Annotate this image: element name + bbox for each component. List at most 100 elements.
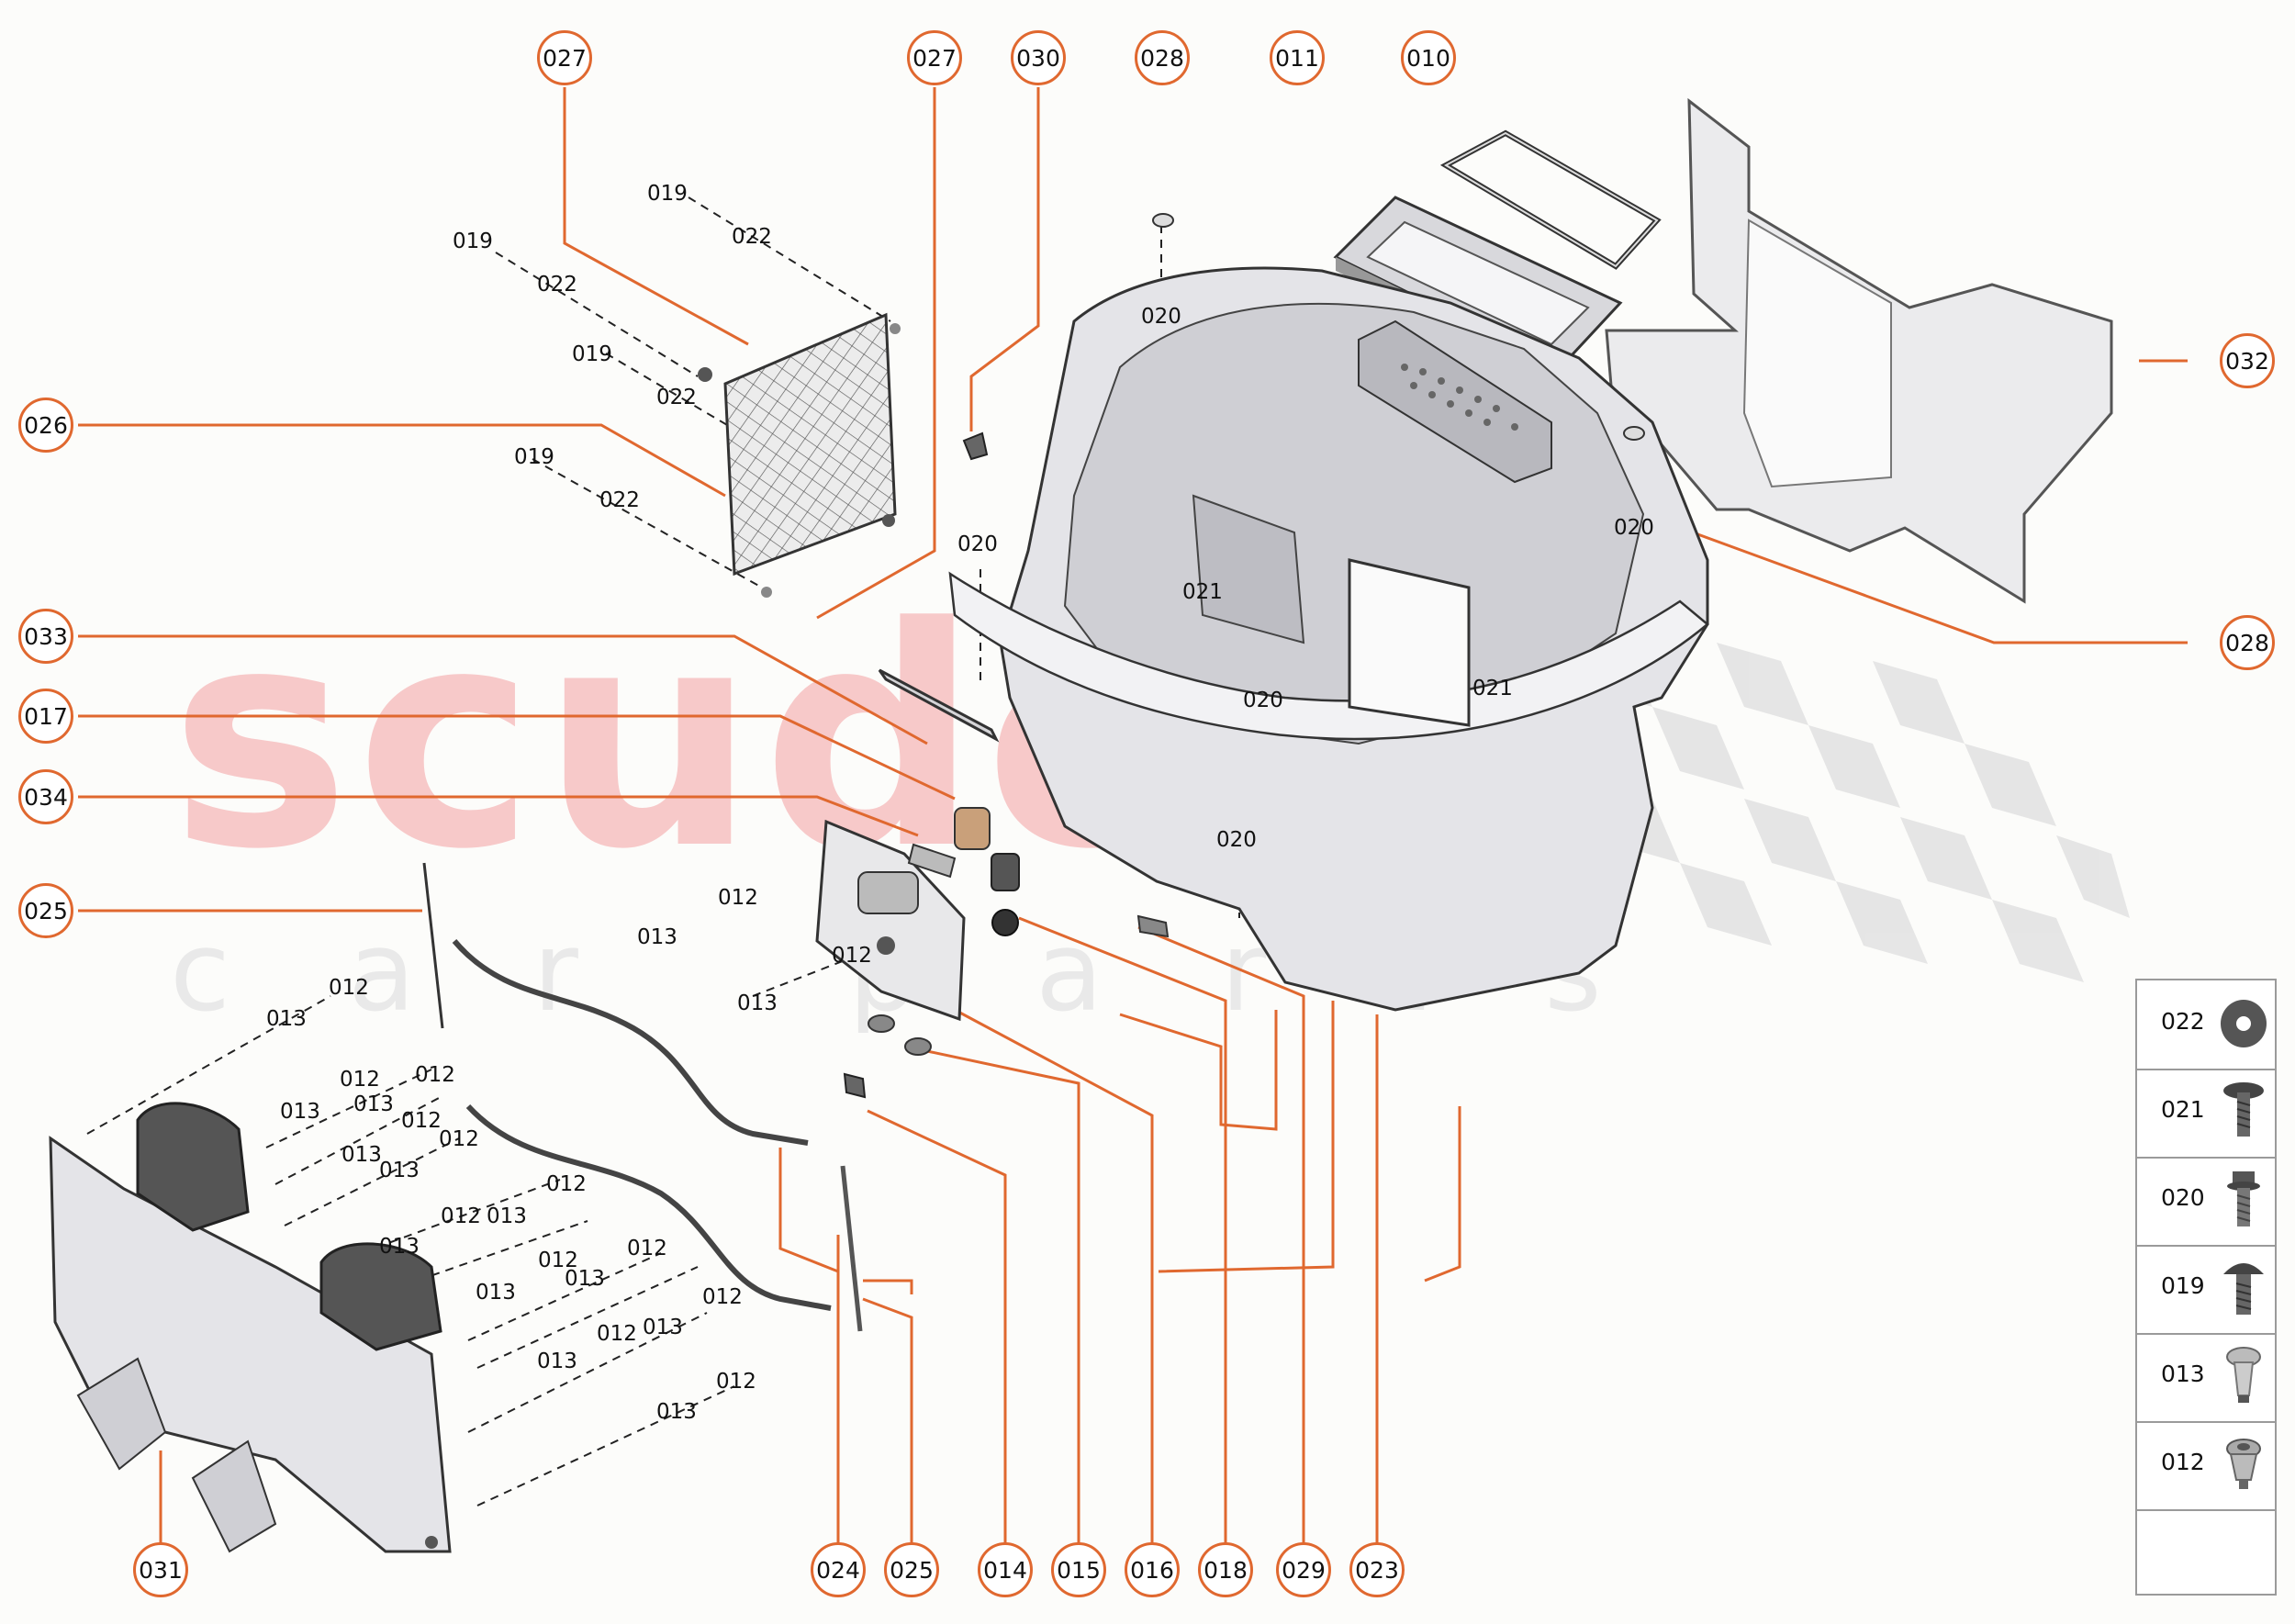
legend-arrow-cell (2137, 1509, 2275, 1594)
clip-nut-icon (2218, 1432, 2269, 1500)
legend-row-021: 021 (2137, 1069, 2275, 1159)
part-label: 012 (441, 1204, 481, 1228)
callout-027-left: 027 (537, 30, 592, 85)
part-010-gasket (1439, 129, 1662, 270)
part-014-clip (843, 1072, 867, 1099)
callout-025-left: 025 (18, 883, 73, 938)
part-label: 012 (340, 1068, 380, 1092)
callout-029: 029 (1276, 1542, 1331, 1597)
part-label: 019 (647, 182, 688, 206)
legend-row-020: 020 (2137, 1157, 2275, 1247)
part-label: 012 (718, 886, 758, 910)
part-label: 012 (538, 1249, 578, 1272)
part-029-clip (1136, 914, 1170, 938)
fastener-legend: 022 021 020 019 013 (2135, 979, 2277, 1596)
callout-026: 026 (18, 398, 73, 453)
part-label: 013 (379, 1159, 420, 1182)
part-label: 013 (637, 925, 677, 949)
part-label: 022 (599, 488, 640, 512)
part-label: 022 (537, 273, 577, 297)
legend-code: 019 (2161, 1272, 2205, 1299)
callout-034: 034 (18, 769, 73, 824)
callout-015: 015 (1051, 1542, 1106, 1597)
legend-row-019: 019 (2137, 1245, 2275, 1335)
part-024-seal-upper (452, 939, 809, 1146)
callout-010: 010 (1401, 30, 1456, 85)
hex-flange-bolt-icon (2218, 1168, 2269, 1236)
part-label: 013 (656, 1400, 697, 1424)
part-label: 012 (439, 1127, 479, 1151)
part-label: 013 (476, 1281, 516, 1305)
part-label: 020 (1243, 689, 1283, 712)
callout-033: 033 (18, 609, 73, 664)
button-head-screw-icon (2218, 1256, 2269, 1324)
part-label: 013 (353, 1092, 394, 1116)
part-028-plug-right (1623, 426, 1645, 441)
part-label: 019 (572, 342, 612, 366)
part-label: 013 (737, 991, 778, 1015)
callout-027-right: 027 (907, 30, 962, 85)
part-label: 012 (546, 1172, 587, 1196)
callout-032: 032 (2220, 333, 2275, 388)
part-label: 020 (1614, 516, 1654, 540)
part-024-seal-lower (465, 1103, 832, 1311)
part-label: 013 (379, 1235, 420, 1259)
part-025-rod-left (422, 862, 444, 1029)
part-label: 012 (832, 944, 872, 968)
callout-017: 017 (18, 689, 73, 744)
legend-code: 012 (2161, 1449, 2205, 1475)
flat-head-screw-icon (2218, 1080, 2269, 1148)
legend-row-012: 012 (2137, 1421, 2275, 1511)
part-label: 013 (643, 1316, 683, 1339)
part-label: 013 (341, 1143, 382, 1167)
part-016-handle-plate (815, 819, 966, 1022)
part-028-plug (1152, 213, 1174, 228)
part-026-mesh-grille (698, 312, 901, 598)
legend-code: 022 (2161, 1008, 2205, 1035)
washer-icon (2218, 991, 2269, 1059)
part-018-socket (991, 909, 1019, 936)
callout-025-bottom: 025 (884, 1542, 939, 1597)
callout-014: 014 (978, 1542, 1033, 1597)
part-label: 012 (716, 1370, 756, 1394)
callout-028-right: 028 (2220, 615, 2275, 670)
part-label: 012 (415, 1063, 455, 1087)
part-023-luggage-tub (948, 266, 1709, 1012)
part-017-lamp (954, 807, 1020, 891)
part-033-strip (878, 668, 1000, 743)
legend-code: 020 (2161, 1184, 2205, 1211)
part-label: 022 (656, 386, 697, 409)
part-label: 021 (1182, 580, 1223, 604)
part-034-bracket (907, 843, 957, 879)
callout-031: 031 (133, 1542, 188, 1597)
part-031-air-duct (49, 1102, 452, 1553)
part-label: 013 (565, 1267, 605, 1291)
part-label: 021 (1472, 677, 1513, 700)
callout-024: 024 (811, 1542, 866, 1597)
part-label: 012 (401, 1109, 442, 1133)
part-label: 012 (702, 1285, 743, 1309)
part-label: 013 (266, 1007, 307, 1031)
callout-011: 011 (1270, 30, 1325, 85)
callout-018: 018 (1198, 1542, 1253, 1597)
part-label: 013 (537, 1350, 577, 1373)
part-030-clip (962, 431, 989, 461)
callout-016: 016 (1125, 1542, 1180, 1597)
legend-code: 021 (2161, 1096, 2205, 1123)
part-015-hose-clips (868, 1014, 932, 1056)
callout-028-top: 028 (1135, 30, 1190, 85)
legend-code: 013 (2161, 1361, 2205, 1387)
part-032-floor-cover (1605, 97, 2113, 604)
part-label: 020 (1216, 828, 1257, 852)
part-label: 022 (732, 225, 772, 249)
callout-023: 023 (1349, 1542, 1405, 1597)
legend-row-013: 013 (2137, 1333, 2275, 1423)
part-label: 012 (627, 1237, 667, 1260)
part-label: 019 (453, 230, 493, 253)
part-label: 013 (280, 1100, 320, 1124)
part-025-rod-right (840, 1165, 863, 1332)
legend-row-022: 022 (2137, 980, 2275, 1070)
part-label: 012 (329, 976, 369, 1000)
